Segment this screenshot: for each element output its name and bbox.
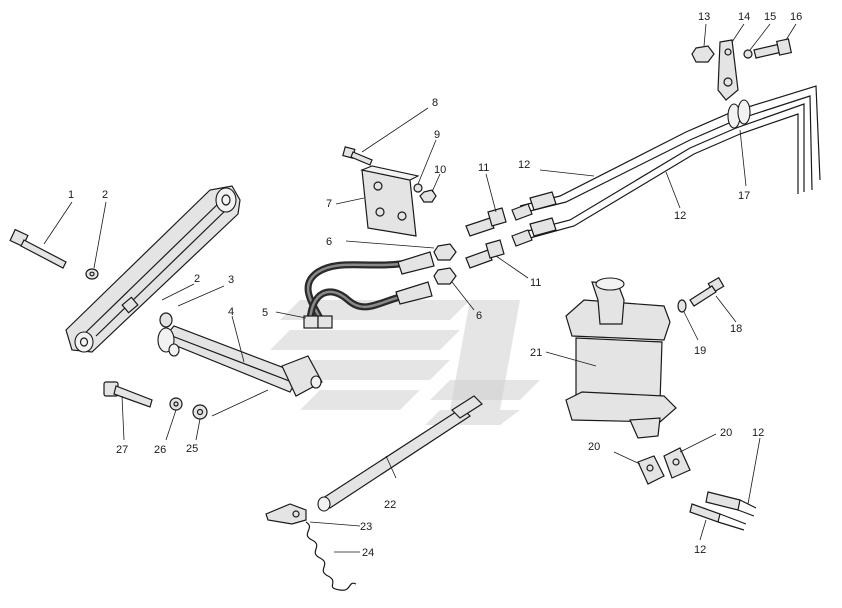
callout-labels: 1 2 2 3 4 5 6 6 7 8 9 10 11 11 12 12 12 … [68,11,802,559]
label-27: 27 [116,444,128,456]
label-25: 25 [186,443,198,455]
nut-part-13 [691,23,715,63]
nut-part-10 [419,173,441,203]
fitting-part-11-lower [465,239,529,279]
washer-part-15 [743,23,771,59]
label-17: 17 [738,190,750,202]
washer-part-19 [677,299,699,341]
label-5: 5 [262,307,268,319]
label-22: 22 [384,499,396,511]
label-18: 18 [730,323,742,335]
label-10: 10 [434,164,446,176]
label-12b: 12 [674,210,686,222]
nut-part-6-upper [345,240,457,261]
pipes-part-12 [511,85,821,247]
washer-part-26 [165,397,183,441]
spring-part-24 [305,521,360,591]
fitting-part-20-left [613,451,665,485]
label-21: 21 [530,347,542,359]
label-7: 7 [326,198,332,210]
label-16: 16 [790,11,802,23]
leader-part-17 [739,129,747,187]
fitting-part-11-upper [465,173,507,237]
label-11b: 11 [530,277,541,289]
washer-part-2 [85,201,107,280]
valve-body-part-21 [545,277,677,439]
label-20a: 20 [588,441,600,453]
nut-part-6-lower [433,267,475,311]
label-2a: 2 [102,189,108,201]
washer-part-3 [159,312,173,328]
label-15: 15 [764,11,776,23]
clamp-part-14 [717,23,745,101]
hoses-part-5 [275,251,435,329]
label-6b: 6 [476,310,482,322]
label-11a: 11 [478,162,489,174]
label-1: 1 [68,189,74,201]
label-3: 3 [228,274,234,286]
washer-part-9 [413,139,437,193]
bolt-part-16 [753,23,797,59]
label-14: 14 [738,11,750,23]
label-12c: 12 [752,427,764,439]
bolt-part-18 [689,276,737,323]
fitting-part-20-right [663,433,717,479]
lever-arm-assembly [65,185,241,353]
label-4: 4 [228,306,234,318]
bolt-part-27 [103,381,153,441]
bracket-part-23 [265,503,361,527]
label-2b: 2 [194,273,200,285]
label-12a: 12 [518,159,530,171]
label-8: 8 [432,97,438,109]
label-6a: 6 [326,236,332,248]
label-12d: 12 [694,544,706,556]
label-9: 9 [434,129,440,141]
label-26: 26 [154,444,166,456]
label-23: 23 [360,521,372,533]
label-13: 13 [698,11,710,23]
label-19: 19 [694,345,706,357]
bracket-part-7 [335,165,420,237]
hydraulic-cylinder-part-4 [157,315,323,417]
bolt-part-1 [9,201,73,269]
rod-part-22 [317,395,483,512]
label-24: 24 [362,547,374,559]
washer-part-25 [192,404,208,441]
label-20b: 20 [720,427,732,439]
bolt-part-8 [342,107,429,166]
pipes-part-12-lower [689,437,761,541]
